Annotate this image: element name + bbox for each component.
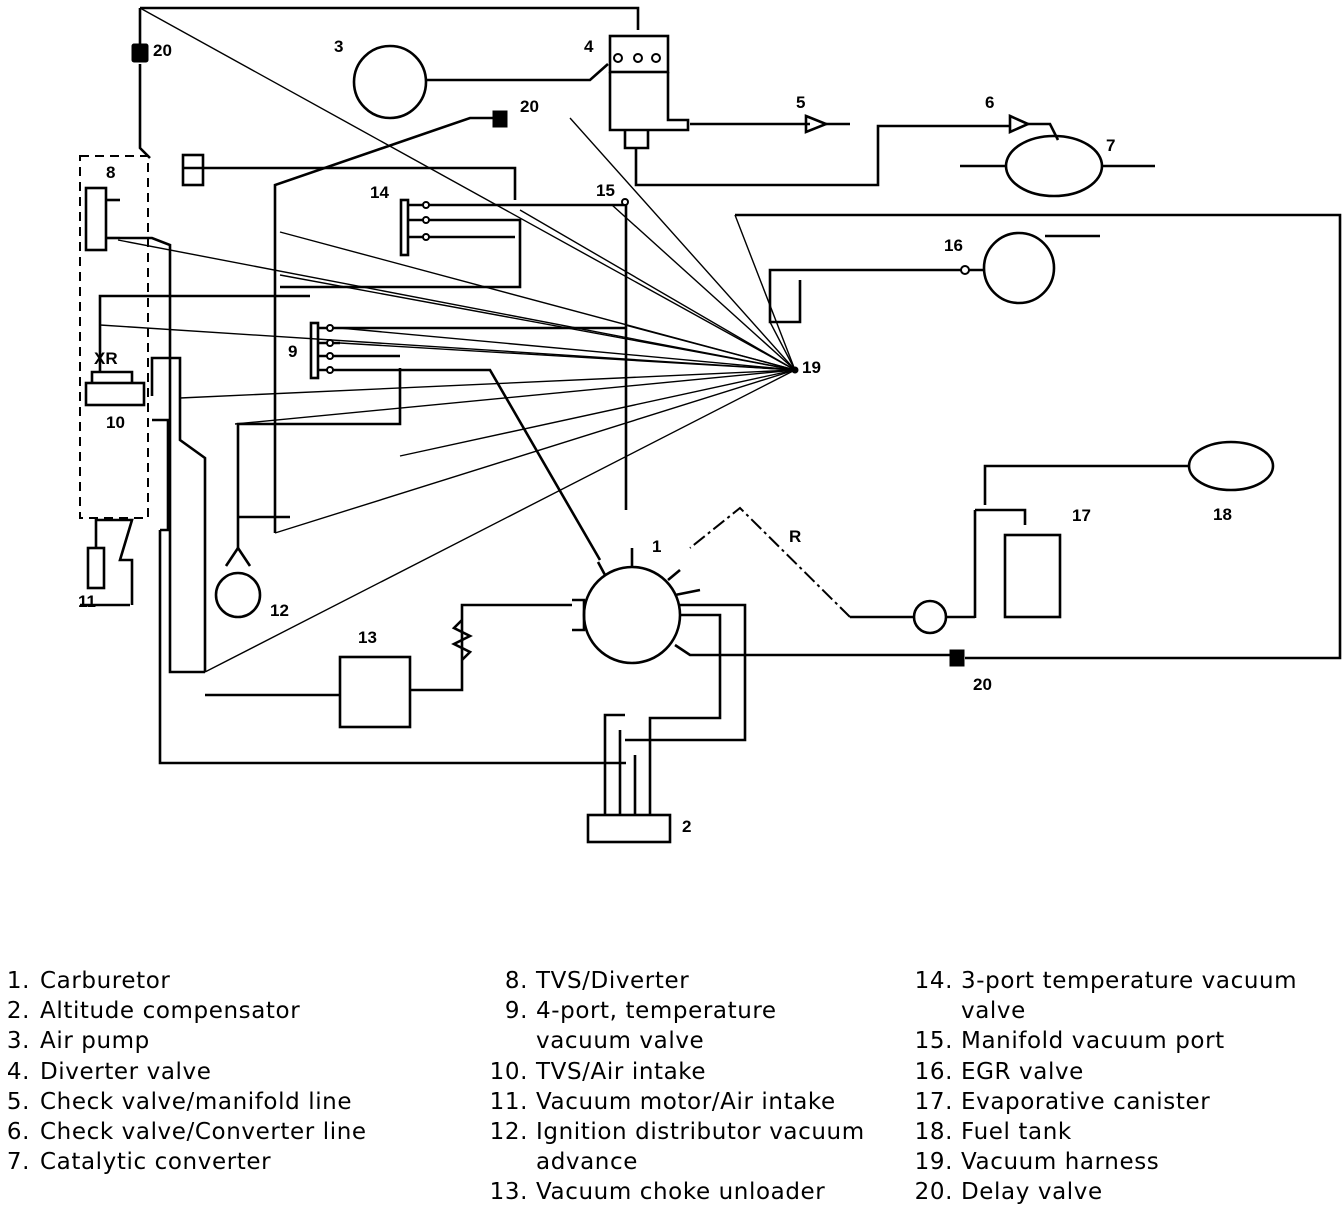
- legend-number: 12.: [489, 1118, 528, 1145]
- legend-text: Air pump: [40, 1028, 150, 1055]
- legend-number: 9.: [504, 998, 528, 1025]
- legend-text: Check valve/manifold line: [40, 1088, 353, 1115]
- legend-text: Check valve/Converter line: [40, 1118, 367, 1145]
- legend-text: Vacuum choke unloader: [536, 1179, 826, 1206]
- legend-text: EGR valve: [961, 1058, 1084, 1085]
- legend-number: 8.: [504, 968, 528, 994]
- legend-number: 19.: [914, 1149, 953, 1176]
- legend-item: 6. Check valve/Converter line: [0, 1117, 420, 1147]
- legend-number: 3.: [6, 1028, 30, 1055]
- legend-item: 11. Vacuum motor/Air intake: [480, 1087, 900, 1117]
- legend-item: 16. EGR valve: [905, 1057, 1335, 1087]
- callout-11: 11: [78, 592, 96, 611]
- legend-number: 10.: [489, 1058, 528, 1085]
- legend-item: 5. Check valve/manifold line: [0, 1087, 420, 1117]
- callout-15: 15: [596, 181, 615, 200]
- legend-number: 16.: [914, 1058, 953, 1085]
- legend-number: 11.: [489, 1088, 528, 1115]
- callout-7: 7: [1106, 136, 1115, 155]
- callout-8: 8: [106, 163, 115, 182]
- legend-text: TVS/Diverter: [536, 968, 690, 994]
- callout-1: 1: [652, 537, 661, 556]
- legend-number: 15.: [914, 1028, 953, 1055]
- legend-number: 13.: [489, 1179, 528, 1206]
- legend-text: Vacuum harness: [961, 1149, 1160, 1176]
- legend-text: Evaporative canister: [961, 1088, 1211, 1115]
- callout-14: 14: [370, 183, 389, 202]
- legend-item: 13. Vacuum choke unloader: [480, 1177, 900, 1207]
- legend-item: 8. TVS/Diverter: [480, 966, 900, 996]
- legend-number: 2.: [6, 998, 30, 1025]
- legend-column-2: 8. TVS/Diverter 9. 4-port, temperature vac…: [480, 966, 900, 1208]
- legend-number: 4.: [6, 1058, 30, 1085]
- legend-item: 2. Altitude compensator: [0, 996, 420, 1026]
- callout-4: 4: [584, 37, 594, 56]
- legend-text: Fuel tank: [961, 1118, 1072, 1145]
- callout-13: 13: [358, 628, 377, 647]
- legend-item: 10. TVS/Air intake: [480, 1057, 900, 1087]
- legend-number: 14.: [914, 968, 953, 994]
- legend-text: 3-port temperature vacuum: [961, 968, 1298, 994]
- legend-item: 20. Delay valve: [905, 1177, 1335, 1207]
- legend-text: 4-port, temperature: [536, 998, 777, 1025]
- legend-text: TVS/Air intake: [536, 1058, 707, 1085]
- legend-item: advance: [480, 1147, 900, 1177]
- callout-3: 3: [334, 37, 343, 56]
- legend-item: 3. Air pump: [0, 1026, 420, 1056]
- callout-9: 9: [288, 342, 297, 361]
- legend-column-3: 14. 3-port temperature vacuum valve 15. Ma…: [905, 966, 1335, 1208]
- callout-20-middle: 20: [520, 97, 539, 116]
- legend-item: 15. Manifold vacuum port: [905, 1026, 1335, 1056]
- legend-text: Delay valve: [961, 1179, 1103, 1206]
- legend-text: valve: [961, 998, 1026, 1025]
- legend-text: Catalytic converter: [40, 1149, 272, 1176]
- legend-item: 18. Fuel tank: [905, 1117, 1335, 1147]
- callout-2: 2: [682, 817, 691, 836]
- legend-item: 7. Catalytic converter: [0, 1147, 420, 1177]
- callout-17: 17: [1072, 506, 1091, 525]
- legend-item: 4. Diverter valve: [0, 1057, 420, 1087]
- legend-number: 7.: [6, 1149, 30, 1176]
- callout-12: 12: [270, 601, 289, 620]
- callout-xr: XR: [94, 349, 118, 368]
- callout-10: 10: [106, 413, 125, 432]
- legend-text: Ignition distributor vacuum: [536, 1118, 865, 1145]
- callout-18: 18: [1213, 505, 1232, 524]
- callout-19: 19: [802, 358, 821, 377]
- legend-number: 6.: [6, 1118, 30, 1145]
- legend-item: 9. 4-port, temperature: [480, 996, 900, 1026]
- legend-item: 19. Vacuum harness: [905, 1147, 1335, 1177]
- legend-number: 17.: [914, 1088, 953, 1115]
- legend-column-1: 1. Carburetor 2. Altitude compensator 3. Ai…: [0, 966, 420, 1177]
- legend-text: Manifold vacuum port: [961, 1028, 1225, 1055]
- legend-number: 18.: [914, 1118, 953, 1145]
- legend-item: valve: [905, 996, 1335, 1026]
- legend-text: vacuum valve: [536, 1028, 705, 1055]
- legend-item: 1. Carburetor: [0, 966, 420, 996]
- legend-text: Altitude compensator: [40, 998, 301, 1025]
- callout-5: 5: [796, 93, 805, 112]
- legend-number: 20.: [914, 1179, 953, 1206]
- legend-text: advance: [536, 1149, 638, 1176]
- vacuum-hose-diagram: 1 2 3 4 5 6 7 8 9 10 11 12 13 14 15 16 1…: [78, 6, 1342, 844]
- legend-item: 12. Ignition distributor vacuum: [480, 1117, 900, 1147]
- callout-r: R: [789, 527, 801, 546]
- legend-text: Diverter valve: [40, 1058, 212, 1085]
- legend-item: vacuum valve: [480, 1026, 900, 1056]
- callout-6: 6: [985, 93, 994, 112]
- legend-item: 14. 3-port temperature vacuum: [905, 966, 1335, 996]
- legend-number: 5.: [6, 1088, 30, 1115]
- legend-text: Vacuum motor/Air intake: [536, 1088, 836, 1115]
- vacuum-harness-lines: [99, 7, 796, 673]
- legend-number: 1.: [6, 968, 30, 994]
- callout-20-top: 20: [153, 41, 172, 60]
- legend-item: 17. Evaporative canister: [905, 1087, 1335, 1117]
- callout-20-bottom: 20: [973, 675, 992, 694]
- callout-16: 16: [944, 236, 963, 255]
- legend-text: Carburetor: [40, 968, 171, 994]
